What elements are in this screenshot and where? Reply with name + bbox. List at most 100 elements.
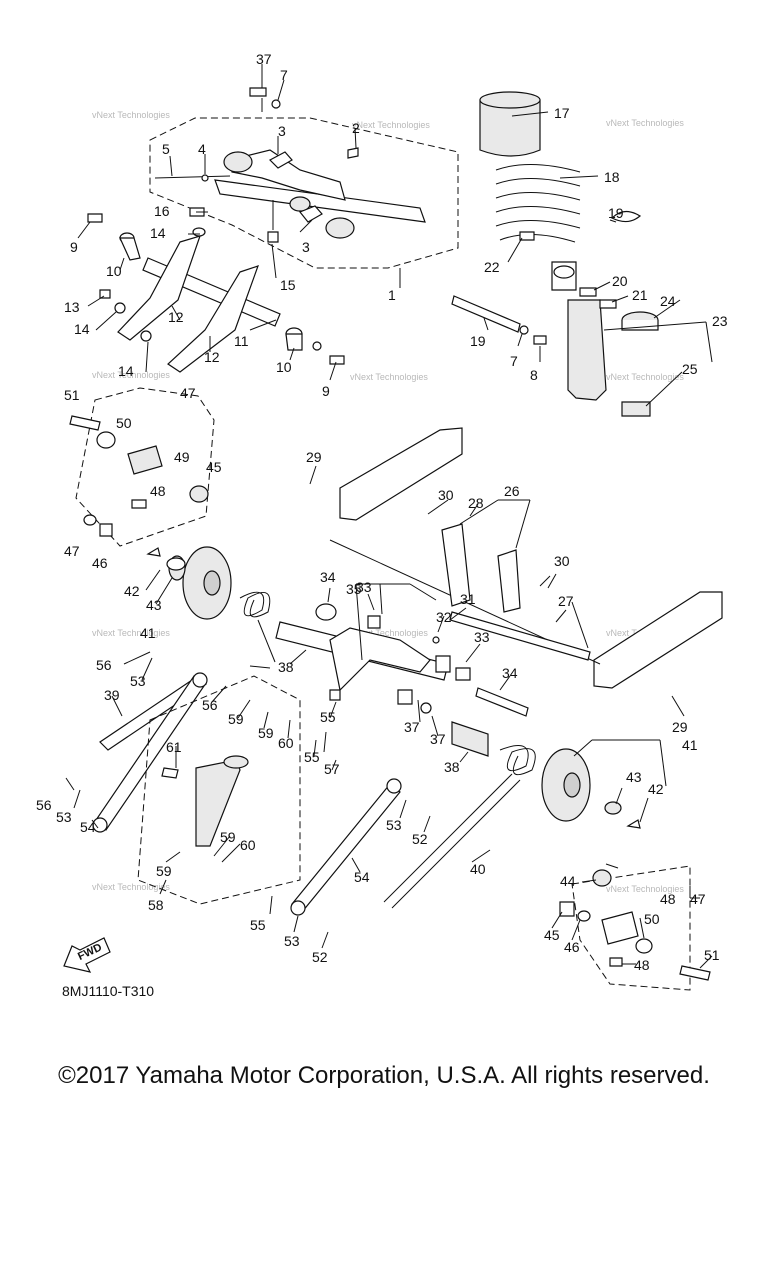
callout-number[interactable]: 22 xyxy=(484,259,500,275)
callout-number[interactable]: 4 xyxy=(198,141,206,157)
callout-number[interactable]: 19 xyxy=(470,333,486,349)
callout-number[interactable]: 40 xyxy=(470,861,486,877)
callout-number[interactable]: 47 xyxy=(64,543,80,559)
callout-number[interactable]: 18 xyxy=(604,169,620,185)
callout-number[interactable]: 3 xyxy=(278,123,286,139)
callout-number[interactable]: 51 xyxy=(64,387,80,403)
callout-number[interactable]: 59 xyxy=(258,725,274,741)
callout-number[interactable]: 37 xyxy=(256,51,272,67)
callout-number[interactable]: 39 xyxy=(104,687,120,703)
callout-number[interactable]: 51 xyxy=(704,947,720,963)
callout-number[interactable]: 12 xyxy=(168,309,184,325)
callout-number[interactable]: 37 xyxy=(404,719,420,735)
callout-number[interactable]: 45 xyxy=(206,459,222,475)
callout-number[interactable]: 29 xyxy=(306,449,322,465)
callout-number[interactable]: 44 xyxy=(560,873,576,889)
callout-number[interactable]: 37 xyxy=(430,731,446,747)
callout-number[interactable]: 61 xyxy=(166,739,182,755)
callout-number[interactable]: 59 xyxy=(220,829,236,845)
callout-number[interactable]: 57 xyxy=(324,761,340,777)
callout-number[interactable]: 32 xyxy=(436,609,452,625)
callout-number[interactable]: 41 xyxy=(682,737,698,753)
callout-number[interactable]: 49 xyxy=(174,449,190,465)
callout-number[interactable]: 46 xyxy=(564,939,580,955)
callout-number[interactable]: 43 xyxy=(146,597,162,613)
callout-number[interactable]: 7 xyxy=(510,353,518,369)
callout-number[interactable]: 55 xyxy=(320,709,336,725)
rear-arm-assembly xyxy=(275,603,529,757)
callout-number[interactable]: 21 xyxy=(632,287,648,303)
callout-number[interactable]: 3 xyxy=(302,239,310,255)
callout-number[interactable]: 26 xyxy=(504,483,520,499)
callout-number[interactable]: 55 xyxy=(304,749,320,765)
callout-number[interactable]: 53 xyxy=(56,809,72,825)
callout-number[interactable]: 30 xyxy=(554,553,570,569)
callout-number[interactable]: 58 xyxy=(148,897,164,913)
callout-number[interactable]: 5 xyxy=(162,141,170,157)
callout-number[interactable]: 50 xyxy=(116,415,132,431)
callout-number[interactable]: 34 xyxy=(320,569,336,585)
callout-number[interactable]: 10 xyxy=(106,263,122,279)
callout-number[interactable]: 60 xyxy=(278,735,294,751)
callout-number[interactable]: 45 xyxy=(544,927,560,943)
callout-number[interactable]: 53 xyxy=(386,817,402,833)
callout-number[interactable]: 14 xyxy=(150,225,166,241)
callout-number[interactable]: 53 xyxy=(130,673,146,689)
callout-number[interactable]: 47 xyxy=(690,891,706,907)
callout-number[interactable]: 52 xyxy=(312,949,328,965)
callout-number[interactable]: 28 xyxy=(468,495,484,511)
callout-number[interactable]: 27 xyxy=(558,593,574,609)
callout-number[interactable]: 59 xyxy=(156,863,172,879)
callout-number[interactable]: 13 xyxy=(64,299,80,315)
callout-number[interactable]: 31 xyxy=(460,591,476,607)
callout-number[interactable]: 9 xyxy=(70,239,78,255)
callout-number[interactable]: 15 xyxy=(280,277,296,293)
callout-number[interactable]: 29 xyxy=(672,719,688,735)
callout-number[interactable]: 30 xyxy=(438,487,454,503)
callout-number[interactable]: 48 xyxy=(660,891,676,907)
callout-number[interactable]: 54 xyxy=(80,819,96,835)
callout-number[interactable]: 25 xyxy=(682,361,698,377)
callout-number[interactable]: 60 xyxy=(240,837,256,853)
callout-number[interactable]: 7 xyxy=(280,67,288,83)
callout-number[interactable]: 38 xyxy=(444,759,460,775)
callout-number[interactable]: 24 xyxy=(660,293,676,309)
callout-number[interactable]: 8 xyxy=(530,367,538,383)
callout-number[interactable]: 48 xyxy=(634,957,650,973)
callout-number[interactable]: 33 xyxy=(356,579,372,595)
callout-number[interactable]: 53 xyxy=(284,933,300,949)
callout-number[interactable]: 2 xyxy=(352,120,360,136)
callout-number[interactable]: 35 xyxy=(346,581,362,597)
callout-number[interactable]: 38 xyxy=(278,659,294,675)
callout-number[interactable]: 17 xyxy=(554,105,570,121)
callout-number[interactable]: 46 xyxy=(92,555,108,571)
callout-number[interactable]: 56 xyxy=(36,797,52,813)
callout-number[interactable]: 59 xyxy=(228,711,244,727)
callout-number[interactable]: 43 xyxy=(626,769,642,785)
callout-number[interactable]: 16 xyxy=(154,203,170,219)
callout-number[interactable]: 1 xyxy=(388,287,396,303)
callout-number[interactable]: 11 xyxy=(234,333,249,349)
callout-number[interactable]: 56 xyxy=(202,697,218,713)
callout-number[interactable]: 42 xyxy=(648,781,664,797)
callout-number[interactable]: 9 xyxy=(322,383,330,399)
callout-number[interactable]: 12 xyxy=(204,349,220,365)
callout-number[interactable]: 20 xyxy=(612,273,628,289)
callout-number[interactable]: 23 xyxy=(712,313,728,329)
callout-number[interactable]: 10 xyxy=(276,359,292,375)
callout-number[interactable]: 50 xyxy=(644,911,660,927)
callout-number[interactable]: 47 xyxy=(180,385,196,401)
callout-number[interactable]: 14 xyxy=(74,321,90,337)
callout-number[interactable]: 19 xyxy=(608,205,624,221)
callout-number[interactable]: 48 xyxy=(150,483,166,499)
callout-number[interactable]: 33 xyxy=(474,629,490,645)
callout-number[interactable]: 34 xyxy=(502,665,518,681)
callout-number[interactable]: 52 xyxy=(412,831,428,847)
callout-number[interactable]: 55 xyxy=(250,917,266,933)
callout-number[interactable]: 54 xyxy=(354,869,370,885)
callout-number[interactable]: 56 xyxy=(96,657,112,673)
front-arm-assembly xyxy=(149,87,459,269)
callout-number[interactable]: 14 xyxy=(118,363,134,379)
callout-number[interactable]: 42 xyxy=(124,583,140,599)
callout-number[interactable]: 41 xyxy=(140,625,156,641)
